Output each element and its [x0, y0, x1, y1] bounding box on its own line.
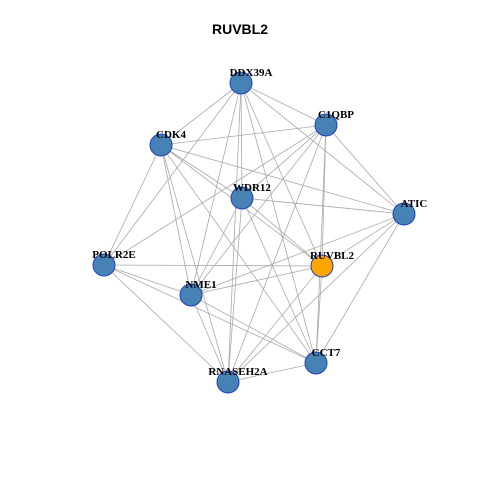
- edge-layer: [103, 82, 405, 383]
- edge-cdk4-nme1: [160, 144, 192, 296]
- diagram-title: RUVBL2: [211, 21, 268, 37]
- edge-ddx39a-rnaseh2a: [227, 82, 242, 383]
- node-label-nme1: NME1: [185, 279, 216, 291]
- edge-atic-rnaseh2a: [227, 213, 405, 383]
- edge-nme1-rnaseh2a: [190, 294, 229, 383]
- edge-atic-nme1: [190, 213, 405, 296]
- edge-c1qbp-rnaseh2a: [227, 124, 327, 383]
- edge-atic-cct7: [315, 213, 405, 364]
- edge-ruvbl2-cct7: [315, 265, 323, 364]
- node-label-cct7: CCT7: [312, 347, 341, 359]
- edge-wdr12-cct7: [241, 197, 317, 364]
- edge-cct7-rnaseh2a: [227, 362, 317, 383]
- edge-cdk4-polr2e: [103, 144, 162, 266]
- edge-polr2e-ruvbl2: [103, 264, 323, 267]
- edge-ddx39a-nme1: [190, 82, 242, 296]
- edge-wdr12-nme1: [190, 197, 243, 296]
- edge-wdr12-ruvbl2: [241, 197, 323, 267]
- edge-c1qbp-nme1: [190, 124, 327, 296]
- node-label-rnaseh2a: RNASEH2A: [208, 366, 267, 378]
- edge-cdk4-wdr12: [160, 144, 243, 199]
- node-atic: [392, 202, 416, 226]
- edge-atic-ruvbl2: [321, 213, 405, 267]
- edge-ddx39a-cct7: [240, 82, 317, 364]
- node-nme1: [179, 283, 203, 307]
- edge-cdk4-rnaseh2a: [160, 144, 229, 383]
- edge-c1qbp-cct7: [315, 124, 327, 364]
- edge-ddx39a-c1qbp: [240, 82, 327, 126]
- edge-ruvbl2-rnaseh2a: [227, 265, 323, 383]
- node-cdk4: [149, 133, 173, 157]
- edge-ddx39a-ruvbl2: [240, 82, 323, 267]
- node-label-wdr12: WDR12: [233, 182, 271, 194]
- edge-wdr12-rnaseh2a: [227, 197, 243, 383]
- edge-cdk4-atic: [160, 144, 405, 215]
- edge-c1qbp-polr2e: [103, 124, 327, 266]
- node-rnaseh2a: [216, 370, 240, 394]
- edge-ruvbl2-nme1: [190, 265, 323, 296]
- edge-wdr12-atic: [241, 197, 405, 215]
- edge-cdk4-cct7: [160, 144, 317, 364]
- node-label-ddx39a: DDX39A: [230, 67, 273, 79]
- edge-polr2e-rnaseh2a: [103, 264, 229, 383]
- edge-ddx39a-polr2e: [103, 82, 242, 266]
- node-polr2e: [92, 253, 116, 277]
- edge-ddx39a-atic: [240, 82, 405, 215]
- edge-c1qbp-atic: [325, 124, 405, 215]
- node-ruvbl2: [310, 254, 334, 278]
- edge-polr2e-cct7: [103, 264, 317, 364]
- edge-polr2e-nme1: [103, 264, 192, 296]
- node-c1qbp: [314, 113, 338, 137]
- node-label-polr2e: POLR2E: [92, 249, 135, 261]
- edge-ddx39a-wdr12: [240, 82, 243, 199]
- node-wdr12: [230, 186, 254, 210]
- edge-c1qbp-cdk4: [160, 124, 327, 146]
- node-label-atic: ATIC: [401, 198, 428, 210]
- node-label-ruvbl2: RUVBL2: [310, 250, 355, 262]
- edge-nme1-cct7: [190, 294, 317, 364]
- edge-c1qbp-wdr12: [241, 124, 327, 199]
- node-layer: [92, 71, 416, 394]
- node-label-cdk4: CDK4: [156, 129, 186, 141]
- node-cct7: [304, 351, 328, 375]
- edge-ddx39a-cdk4: [160, 82, 242, 146]
- node-ddx39a: [229, 71, 253, 95]
- node-label-c1qbp: C1QBP: [318, 109, 354, 121]
